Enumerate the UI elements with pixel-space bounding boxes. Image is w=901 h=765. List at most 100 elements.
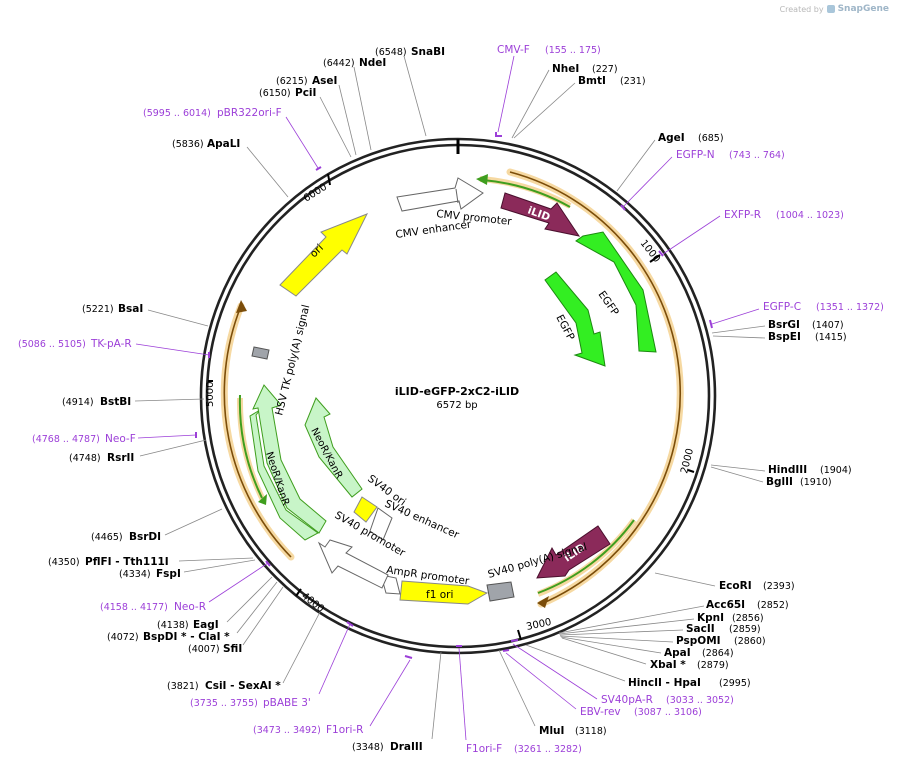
site-csii-sexai: (3821) CsiI - SexAI * [167,611,321,692]
credit-text: Created by [779,4,824,14]
primer-cmv-f-leader-line [495,132,502,137]
site-pcii-label: (6150) [259,88,291,99]
primer-tk-pa-r-label: (5086 .. 5105) [18,339,86,350]
site-kpni: KpnI (2856) [558,612,764,635]
primer-f1ori-r: (3473 .. 3492) F1ori-R [253,655,413,736]
feature-egfp-outer [575,231,657,353]
feature-ori [279,213,369,297]
feature-hsv-tk-polya [251,346,270,360]
site-pspomi-label: PspOMI [676,635,721,647]
site-bspdi-clai-label: (4072) [107,632,139,643]
primer-neo-f-label: (4768 .. 4787) [32,434,100,445]
site-ndei-leader-line [353,66,372,151]
primer-egfp-c: EGFP-C (1351 .. 1372) [709,301,884,329]
credit-brand: SnapGene [837,4,889,14]
site-sacii: SacII (2859) [559,623,761,636]
site-xbai-label: XbaI * [650,659,686,671]
site-acc65i-label: Acc65I [706,599,745,611]
primer-sv40pa-r-label: (3033 .. 3052) [666,695,734,706]
plasmid-size: 6572 bp [436,400,477,411]
site-bsai-label: BsaI [118,303,143,315]
site-hindiii-label: HindIII [768,464,807,476]
feature-sv40-enhancer [369,507,393,541]
site-hincii-hpai-label: (2995) [719,678,751,689]
site-pcii: (6150) PciI [259,87,352,158]
tick-4000-leader-line [295,588,302,597]
site-eagi: (4138) EagI [157,576,273,631]
site-bsrgi-leader-line [711,325,766,334]
site-pcii-leader-line [319,96,352,158]
primer-exfp-r-leader-line [662,215,721,255]
feature-ilid-bottom [536,525,611,579]
site-pflfi-tth111i: (4350) PflFI - Tth111I [48,556,254,568]
label-f1-ori: f1 ori [426,589,453,601]
primer-neo-r-label: (4158 .. 4177) [100,602,168,613]
site-asei-label: (6215) [276,76,308,87]
site-ndei-label: NdeI [359,57,386,69]
site-acc65i-label: (2852) [757,600,789,611]
site-sfii-label: SfiI [223,643,242,655]
primer-egfp-c-leader-line [709,319,713,329]
primer-tk-pa-r-label: TK-pA-R [90,338,132,350]
feature-neor-outer [249,409,319,541]
orf-arrow-right [509,171,681,605]
site-snabi-leader-line [403,55,427,137]
tick-5000: 5000 [205,380,216,407]
site-bspei-label: (1415) [815,332,847,343]
site-fspi-label: (4334) [119,569,151,580]
primer-f1ori-r-label: (3473 .. 3492) [253,725,321,736]
feature-neor-inner [304,397,363,498]
label-hsv-tk-polya: HSV TK poly(A) signal [273,303,312,416]
site-mlui-label: MluI [539,725,564,737]
primer-egfp-n-label: (743 .. 764) [729,150,785,161]
restriction-sites: (6548) SnaBI (6442) NdeI (6215) AseI (61… [48,46,852,753]
site-hindiii-leader-line [710,464,766,472]
site-apali-leader-line [246,146,289,198]
site-bsai-leader-line [147,309,209,327]
site-kpni-label: (2856) [732,613,764,624]
primer-pbr322ori-f-label: pBR322ori-F [217,107,282,119]
label-egfp-outer: EGFP [596,289,621,318]
site-bglii-leader-line [710,466,764,483]
primer-pbabe3-leader-line [318,623,351,695]
site-apai-label: ApaI [664,647,691,659]
primer-pbabe3-label: pBABE 3' [263,697,311,709]
primer-pbr322ori-f-leader-line [315,166,322,171]
site-ecori-label: (2393) [763,581,795,592]
site-xbai-leader-line [561,637,647,665]
site-pflfi-tth111i-leader-line [178,557,254,562]
site-apai-leader-line [560,636,662,654]
primer-pbr322ori-f-label: (5995 .. 6014) [143,108,211,119]
primer-egfp-c-leader-line [711,308,760,325]
orf-green-top-head [476,174,488,185]
orf-green-top [482,179,571,208]
tick-3000-leader-line [517,629,522,641]
snapgene-credit: Created by SnapGene [780,4,889,14]
site-agei: AgeI (685) [616,132,724,192]
site-acc65i: Acc65I (2852) [558,599,789,634]
site-bsrdi: (4465) BsrDI [91,508,223,543]
site-asei: (6215) AseI [276,75,357,156]
primer-egfp-n-label: EGFP-N [676,149,715,161]
site-snabi: (6548) SnaBI [375,46,445,137]
tick-label-3000: 3000 [525,617,552,633]
site-fspi: (4334) FspI [119,559,256,580]
site-csii-sexai-label: (3821) [167,681,199,692]
primer-neo-f-leader-line [137,434,197,439]
site-ecori: EcoRI (2393) [654,572,795,592]
site-bglii-label: BglII [766,476,793,488]
primer-egfp-n-leader-line [622,156,673,208]
site-fspi-leader-line [183,559,256,573]
site-bglii-label: (1910) [800,477,832,488]
site-asei-label: AseI [312,75,337,87]
primer-pbabe3: (3735 .. 3755) pBABE 3' [190,621,354,709]
primer-neo-r: (4158 .. 4177) Neo-R [100,560,271,613]
primer-exfp-r: EXFP-R (1004 .. 1023) [658,209,844,257]
primer-ebv-rev-label: EBV-rev [580,706,621,718]
site-pflfi-tth111i-label: PflFI - Tth111I [85,556,169,568]
site-bmti-label: BmtI [578,75,606,87]
feature-ilid-top [500,192,581,237]
primer-exfp-r-label: (1004 .. 1023) [776,210,844,221]
site-agei-label: (685) [698,133,724,144]
